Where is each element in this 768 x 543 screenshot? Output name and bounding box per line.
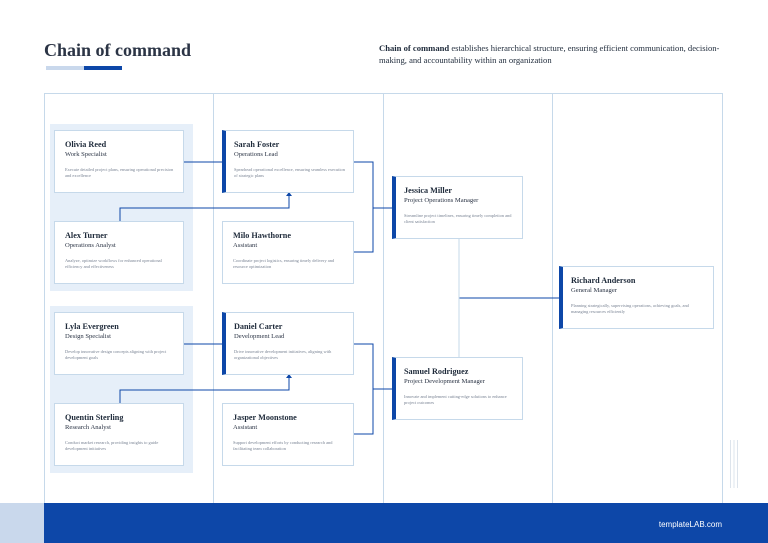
person-role: Work Specialist (65, 151, 107, 158)
person-responsibility: Execute detailed project plans, ensuring… (65, 167, 174, 179)
description-text: establishes hierarchical structure, ensu… (379, 43, 720, 65)
person-responsibility: Streamline project timelines, ensuring t… (404, 213, 512, 225)
footer-brand[interactable]: templateLAB.com (658, 520, 722, 529)
person-role: Operations Lead (234, 151, 278, 158)
person-name: Milo Hawthorne (233, 231, 291, 240)
person-responsibility: Analyze, optimize workflows for enhanced… (65, 258, 162, 270)
person-name: Richard Anderson (571, 276, 636, 285)
person-name: Quentin Sterling (65, 413, 124, 422)
footer-accent (0, 503, 44, 543)
column-divider (213, 93, 214, 503)
title-underline-dark (84, 66, 122, 70)
person-role: General Manager (571, 287, 617, 294)
footer-bar (44, 503, 768, 543)
person-name: Jasper Moonstone (233, 413, 297, 422)
person-name: Alex Turner (65, 231, 108, 240)
arrow-head (286, 192, 292, 196)
arrow-head (286, 374, 292, 378)
title-underline-light (46, 66, 84, 70)
person-role: Assistant (233, 242, 258, 249)
person-responsibility: Spearhead operational excellence, ensuri… (234, 167, 345, 179)
scrollbar-thumb[interactable] (733, 440, 735, 488)
person-role: Development Lead (234, 333, 285, 340)
person-role: Project Operations Manager (404, 197, 479, 204)
person-responsibility: Develop innovative design concepts align… (65, 349, 167, 361)
person-responsibility: Innovate and implement cutting-edge solu… (404, 394, 507, 406)
person-name: Samuel Rodriguez (404, 367, 469, 376)
connector-ops-bracket (354, 161, 374, 253)
person-role: Project Development Manager (404, 378, 485, 385)
page-description: Chain of command establishes hierarchica… (379, 43, 724, 66)
person-name: Sarah Foster (234, 140, 280, 149)
person-responsibility: Drive innovative development initiatives… (234, 349, 332, 361)
person-responsibility: Support development efforts by conductin… (233, 440, 333, 452)
person-role: Research Analyst (65, 424, 111, 431)
connector-alex-sarah (119, 196, 290, 222)
column-divider (383, 93, 384, 503)
person-name: Daniel Carter (234, 322, 283, 331)
person-name: Lyla Evergreen (65, 322, 119, 331)
page-title: Chain of command (44, 40, 192, 60)
connector-dev-bracket (354, 343, 374, 435)
person-name: Jessica Miller (404, 186, 452, 195)
person-responsibility: Conduct market research, providing insig… (65, 440, 159, 452)
description-bold: Chain of command (379, 43, 450, 53)
person-role: Operations Analyst (65, 242, 116, 249)
scrollbar-track[interactable] (730, 440, 738, 488)
person-role: Design Specialist (65, 333, 111, 340)
person-responsibility: Planning strategically, supervising oper… (571, 303, 689, 315)
person-responsibility: Coordinate project logistics, ensuring t… (233, 258, 335, 270)
person-name: Olivia Reed (65, 140, 107, 149)
person-role: Assistant (233, 424, 258, 431)
connector-quentin-daniel (119, 378, 290, 404)
